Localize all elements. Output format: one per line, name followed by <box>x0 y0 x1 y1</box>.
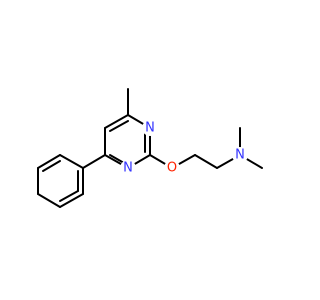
bond-ring-c5-c6-a <box>104 114 129 129</box>
bond-ch2-ch2 <box>194 154 218 169</box>
bond-phenyl-2 <box>37 154 61 169</box>
atom-n-ring-top: N <box>145 121 155 136</box>
atom-bg-o <box>164 160 180 176</box>
bond-phenyl-inner-2 <box>59 190 79 202</box>
atom-n-ring-bottom: N <box>123 161 133 176</box>
atom-o-ether: O <box>167 161 177 176</box>
bond-ring-c5-c6-b <box>109 120 129 132</box>
molecule-canvas: N N O N <box>37 88 263 208</box>
bond-phenyl-5 <box>59 193 84 208</box>
atom-n-amine: N <box>235 148 245 163</box>
molecule-structure: N N O N <box>37 88 263 208</box>
bond-ring-n3-c4-b <box>109 154 125 164</box>
atom-bg-n-bottom <box>120 160 136 176</box>
atom-bg-n-amine <box>232 147 248 163</box>
bond-phenyl-inner-1 <box>42 160 61 172</box>
atom-bg-n-top <box>142 120 158 136</box>
bond-phenyl-4 <box>37 193 61 208</box>
bond-phenyl-1 <box>59 154 84 169</box>
bond-phenyl-link <box>82 154 106 169</box>
